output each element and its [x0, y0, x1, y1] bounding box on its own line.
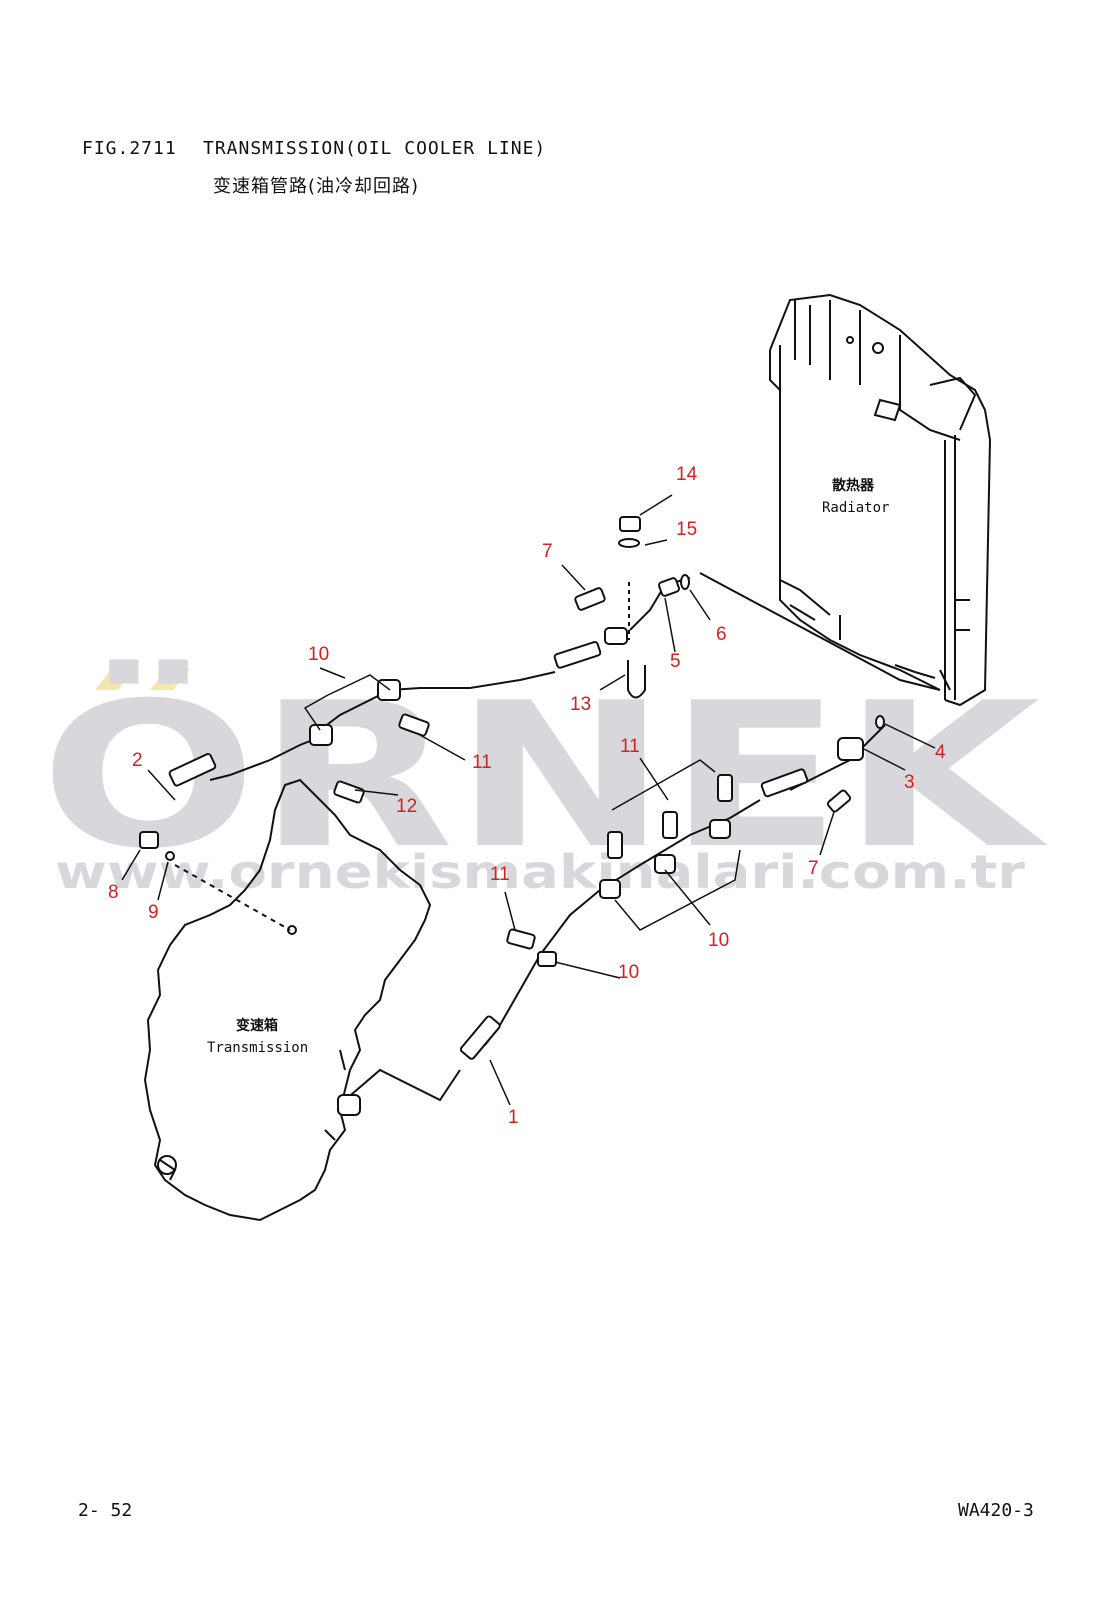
callout-7-top: 7 — [542, 541, 553, 562]
transmission-label-cn: 变速箱 — [236, 1017, 278, 1034]
leader-lines — [121, 494, 936, 1106]
transmission-label-en: Transmission — [207, 1040, 308, 1056]
radiator — [769, 293, 992, 707]
callout-12: 12 — [396, 796, 417, 817]
callout-13: 13 — [570, 694, 591, 715]
callout-11-lower: 11 — [490, 864, 510, 885]
page-number: 2- 52 — [78, 1500, 133, 1521]
callout-6: 6 — [716, 624, 727, 645]
transmission-housing — [143, 778, 432, 1222]
callout-10-right: 10 — [708, 930, 729, 951]
figure-number: FIG.2711 — [82, 138, 177, 159]
watermark-url: www.ornekismakinalari.com.tr — [55, 845, 1025, 899]
radiator-label-cn: 散热器 — [832, 477, 875, 494]
watermark-brand: ÖRNEK — [40, 659, 1049, 893]
figure-title-en: TRANSMISSION(OIL COOLER LINE) — [203, 138, 547, 159]
callout-11-left: 11 — [472, 752, 492, 773]
callout-2: 2 — [132, 750, 143, 771]
callout-1: 1 — [508, 1107, 519, 1128]
radiator-label-en: Radiator — [822, 500, 889, 516]
callout-5: 5 — [670, 651, 681, 672]
callout-10-lower: 10 — [618, 962, 639, 983]
callout-10-upper: 10 — [308, 644, 329, 665]
callout-8: 8 — [108, 882, 119, 903]
callout-4: 4 — [935, 742, 946, 763]
callout-3: 3 — [904, 772, 915, 793]
callout-14: 14 — [676, 464, 698, 485]
callout-7-right: 7 — [808, 858, 819, 879]
watermark: ÖRNEK www.ornekismakinalari.com.tr — [40, 659, 1049, 899]
callout-9: 9 — [148, 902, 159, 923]
figure-title-cn: 变速箱管路(油冷却回路) — [213, 176, 420, 197]
callout-15: 15 — [676, 519, 697, 540]
callout-11-right: 11 — [620, 736, 640, 757]
model-number: WA420-3 — [958, 1500, 1034, 1521]
fittings — [139, 516, 885, 1116]
callout-labels: 14 15 7 6 5 13 10 11 12 2 8 9 4 3 7 11 1… — [108, 464, 946, 1128]
clamp-brackets — [303, 674, 741, 931]
